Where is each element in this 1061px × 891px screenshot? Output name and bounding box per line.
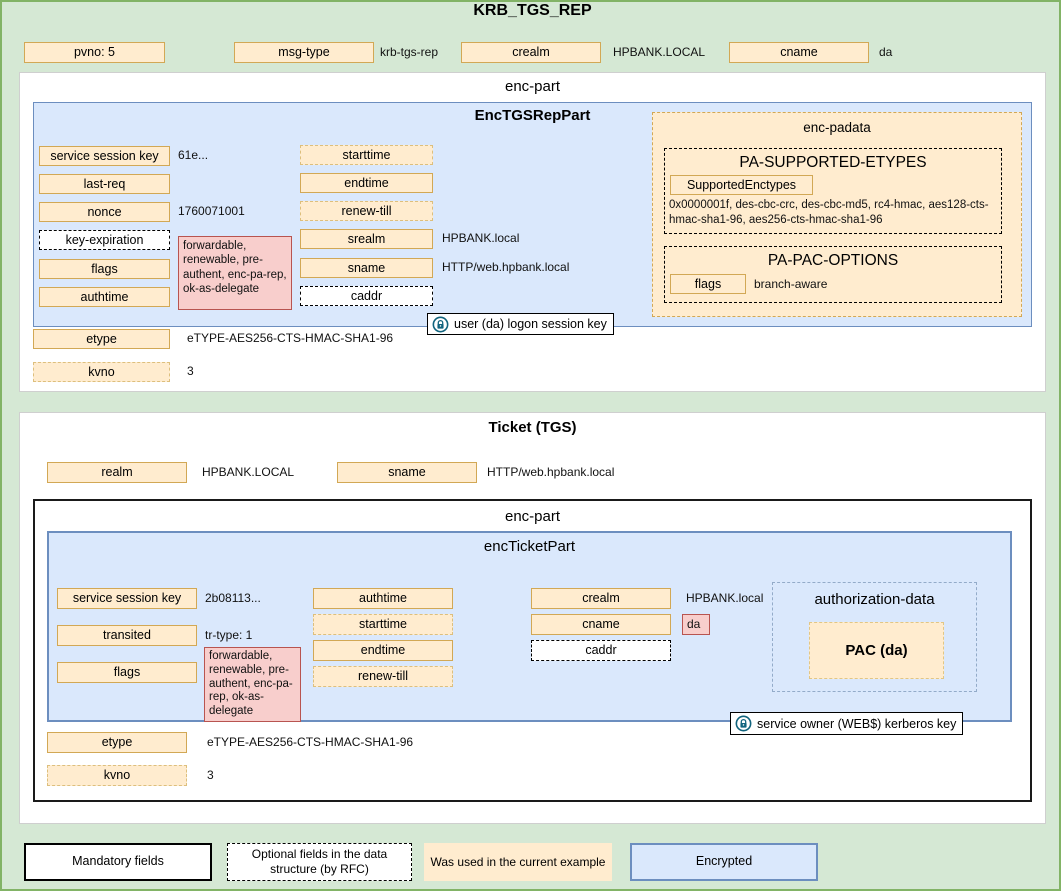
value-cname: da (879, 45, 893, 59)
field-t-service-session-key: service session key (57, 588, 197, 609)
field-caddr: caddr (300, 286, 433, 306)
legend-optional: Optional fields in the data structure (b… (227, 843, 412, 881)
field-flags: flags (39, 259, 170, 279)
rep-key-note-text: user (da) logon session key (454, 317, 607, 331)
field-pvno: pvno: 5 (24, 42, 165, 63)
pa-pac-options-box (664, 246, 1002, 303)
legend-example: Was used in the current example (424, 843, 612, 881)
value-t-kvno: 3 (207, 768, 214, 782)
pa-supported-etypes-box (664, 148, 1002, 234)
value-t-service-session-key: 2b08113... (205, 591, 261, 605)
field-t-authtime: authtime (313, 588, 453, 609)
value-srealm: HPBANK.local (442, 231, 520, 245)
rep-key-note: user (da) logon session key (427, 313, 614, 335)
field-t-endtime: endtime (313, 640, 453, 661)
value-flags: forwardable, renewable, pre-authent, enc… (178, 236, 292, 310)
field-pac-options-flags: flags (670, 274, 746, 294)
enc-ticket-part-title: encTicketPart (483, 538, 576, 555)
field-endtime: endtime (300, 173, 433, 193)
field-t-caddr: caddr (531, 640, 671, 661)
ticket-key-note: service owner (WEB$) kerberos key (730, 712, 964, 735)
rep-enc-part-title: enc-part (504, 78, 561, 95)
pac-box: PAC (da) (809, 622, 944, 679)
field-msg-type: msg-type (234, 42, 374, 63)
field-rep-etype: etype (33, 329, 170, 349)
value-rep-kvno: 3 (187, 364, 194, 378)
field-rep-kvno: kvno (33, 362, 170, 382)
field-srealm: srealm (300, 229, 433, 249)
field-t-renew-till: renew-till (313, 666, 453, 687)
value-t-cname: da (682, 614, 710, 635)
field-key-expiration: key-expiration (39, 230, 170, 250)
value-nonce: 1760071001 (178, 204, 245, 218)
ticket-key-note-text: service owner (WEB$) kerberos key (757, 716, 957, 731)
legend-encrypted: Encrypted (630, 843, 818, 881)
field-starttime: starttime (300, 145, 433, 165)
authorization-data-box (772, 582, 977, 692)
value-service-session-key: 61e... (178, 148, 209, 162)
field-t-starttime: starttime (313, 614, 453, 635)
field-sname: sname (300, 258, 433, 278)
field-ticket-realm: realm (47, 462, 187, 483)
value-supported-enctypes: 0x0000001f, des-cbc-crc, des-cbc-md5, rc… (669, 199, 989, 226)
lock-icon (735, 715, 752, 732)
field-t-cname: cname (531, 614, 671, 635)
lock-icon (432, 316, 449, 333)
value-pac-options-flags: branch-aware (754, 277, 828, 291)
field-last-req: last-req (39, 174, 170, 194)
field-renew-till: renew-till (300, 201, 433, 221)
field-crealm: crealm (461, 42, 601, 63)
value-ticket-sname: HTTP/web.hpbank.local (487, 465, 615, 479)
enc-padata-title: enc-padata (803, 120, 871, 135)
field-transited: transited (57, 625, 197, 646)
field-nonce: nonce (39, 202, 170, 222)
ticket-enc-part-title: enc-part (504, 508, 561, 525)
ticket-title: Ticket (TGS) (488, 419, 577, 436)
pa-pac-options-title: PA-PAC-OPTIONS (767, 252, 899, 269)
enc-tgs-rep-part-title: EncTGSRepPart (474, 107, 591, 124)
value-sname: HTTP/web.hpbank.local (442, 260, 570, 274)
field-t-kvno: kvno (47, 765, 187, 786)
value-msg-type: krb-tgs-rep (380, 45, 439, 59)
value-t-flags: forwardable, renewable, pre-authent, enc… (204, 647, 301, 722)
field-cname: cname (729, 42, 869, 63)
field-authtime: authtime (39, 287, 170, 307)
value-crealm: HPBANK.LOCAL (613, 45, 706, 59)
pa-supported-etypes-title: PA-SUPPORTED-ETYPES (739, 154, 927, 171)
field-t-flags: flags (57, 662, 197, 683)
field-t-etype: etype (47, 732, 187, 753)
value-rep-etype: eTYPE-AES256-CTS-HMAC-SHA1-96 (187, 331, 394, 345)
value-transited: tr-type: 1 (205, 628, 253, 642)
legend-mandatory: Mandatory fields (24, 843, 212, 881)
field-service-session-key: service session key (39, 146, 170, 166)
page-title: KRB_TGS_REP (473, 2, 592, 19)
field-ticket-sname: sname (337, 462, 477, 483)
value-t-crealm: HPBANK.local (686, 591, 764, 605)
authorization-data-title: authorization-data (814, 591, 935, 608)
value-ticket-realm: HPBANK.LOCAL (202, 465, 295, 479)
field-supported-enctypes: SupportedEnctypes (670, 175, 813, 195)
field-t-crealm: crealm (531, 588, 671, 609)
value-t-etype: eTYPE-AES256-CTS-HMAC-SHA1-96 (207, 735, 414, 749)
